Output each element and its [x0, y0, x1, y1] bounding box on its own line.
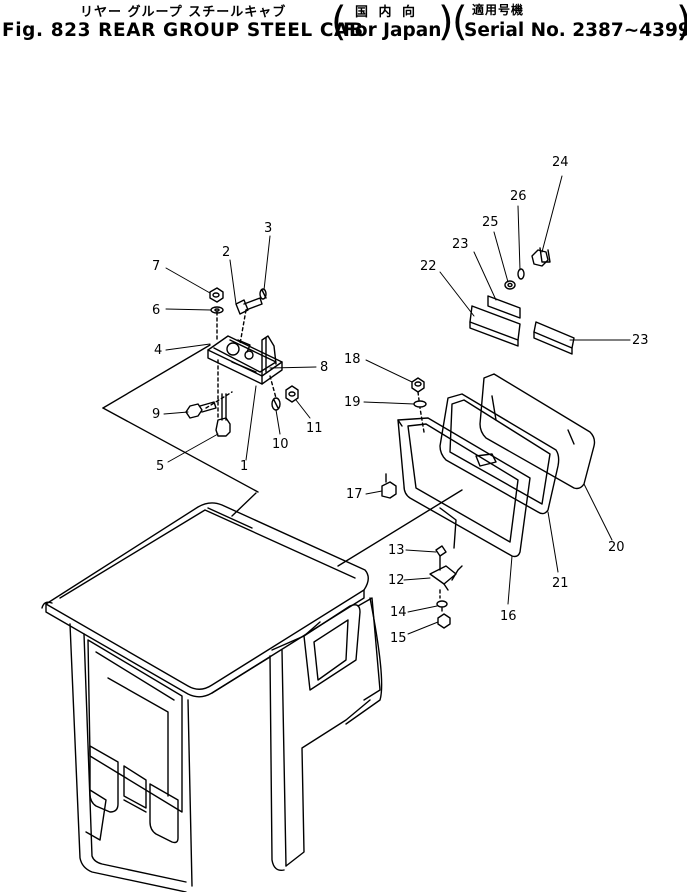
- figure-title: Fig. 823 REAR GROUP STEEL CAB: [2, 20, 364, 41]
- for-japan-label: For Japan: [343, 20, 442, 41]
- cab-body: [41, 502, 383, 892]
- callout-10: 10: [272, 437, 289, 452]
- callout-4: 4: [154, 343, 162, 358]
- callout-leaders: [163, 175, 631, 635]
- callout-13: 13: [388, 543, 405, 558]
- callout-12: 12: [388, 573, 405, 588]
- callout-2: 2: [222, 245, 230, 260]
- callout-1: 1: [240, 459, 248, 474]
- callout-19: 19: [344, 395, 361, 410]
- callout-16: 16: [500, 609, 517, 624]
- bracket-assembly: [185, 287, 299, 437]
- japanese-title: リヤー グループ スチールキャブ: [80, 5, 287, 20]
- callout-24: 24: [552, 155, 569, 170]
- callout-8: 8: [320, 360, 328, 375]
- close-paren: ): [438, 0, 454, 45]
- callout-17: 17: [346, 487, 363, 502]
- open-paren: (: [452, 0, 468, 45]
- open-paren: (: [331, 0, 347, 45]
- callout-23a: 23: [452, 237, 469, 252]
- callout-21: 21: [552, 576, 569, 591]
- callout-6: 6: [152, 303, 160, 318]
- callout-14: 14: [390, 605, 407, 620]
- callout-18: 18: [344, 352, 361, 367]
- japanese-domestic-label: 国 内 向: [355, 5, 419, 20]
- callout-5: 5: [156, 459, 164, 474]
- callout-11: 11: [306, 421, 323, 436]
- rear-window-assembly: [381, 373, 596, 629]
- callout-7: 7: [152, 259, 160, 274]
- serial-number-label: Serial No. 2387∼4399: [464, 20, 687, 41]
- callout-9: 9: [152, 407, 160, 422]
- callout-22: 22: [420, 259, 437, 274]
- callout-25: 25: [482, 215, 499, 230]
- rear-pads: [469, 247, 575, 355]
- callout-numbers: 1 2 3 4 5 6 7 8 9 10 11 12 13 14 15 16 1…: [152, 155, 649, 646]
- callout-23b: 23: [632, 333, 649, 348]
- japanese-serial-label: 適用号機: [472, 3, 525, 17]
- callout-20: 20: [608, 540, 625, 555]
- page-header: リヤー グループ スチールキャブ 国 内 向 適用号機 Fig. 823 REA…: [0, 0, 687, 64]
- close-paren: ): [676, 0, 687, 44]
- callout-26: 26: [510, 189, 527, 204]
- callout-3: 3: [264, 221, 272, 236]
- callout-15: 15: [390, 631, 407, 646]
